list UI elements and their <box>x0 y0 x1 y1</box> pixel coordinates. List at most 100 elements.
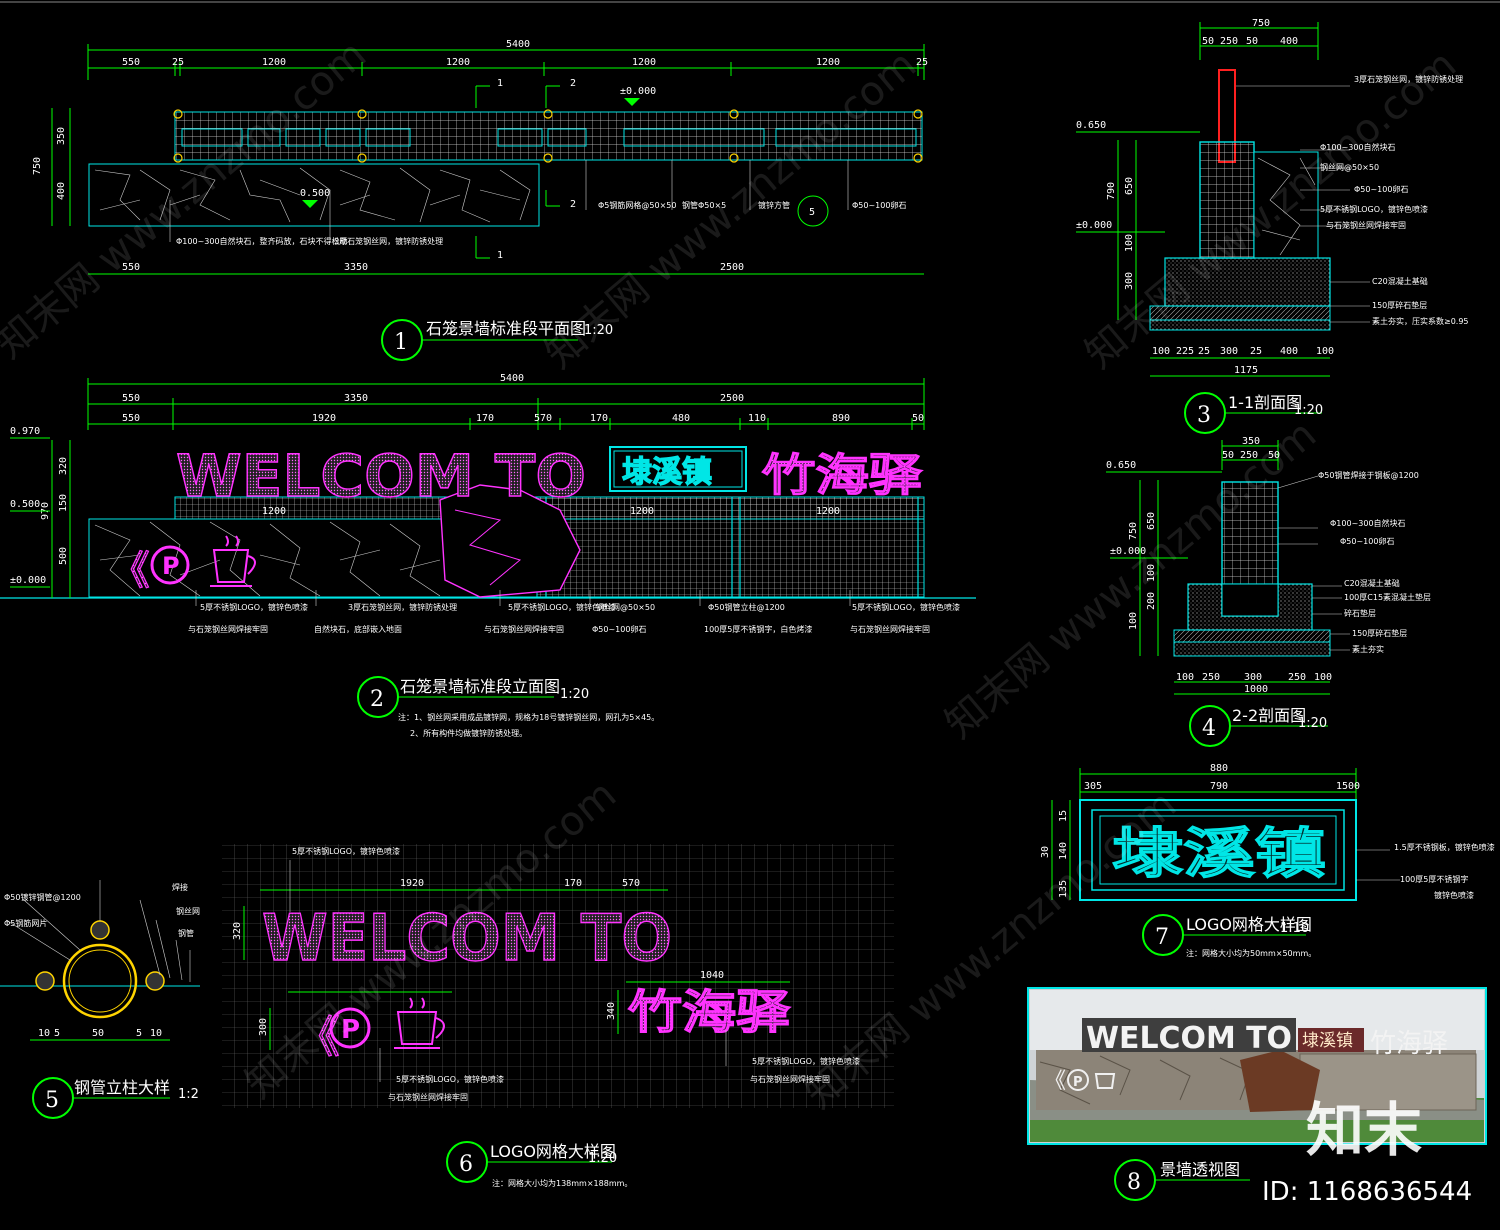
plan-stone-wall <box>88 163 540 227</box>
plan-dim: 350 <box>56 127 67 145</box>
sec-dim: 25 <box>1250 346 1262 357</box>
image-id: ID: 1168636544 <box>1262 1177 1472 1207</box>
view-number: 3 <box>1197 403 1211 428</box>
level-mark: 0.650 <box>1076 120 1106 131</box>
plan-dim: 25 <box>916 57 928 68</box>
logo-dim: 135 <box>1058 880 1069 898</box>
sec-dim: 25 <box>1198 346 1210 357</box>
annotation: 100厚5厚不锈钢字，白色烤漆 <box>704 624 812 634</box>
annotation: Φ50~100卵石 <box>852 200 906 210</box>
annotation: Φ50~100卵石 <box>592 624 646 634</box>
annotation: 与石笼钢丝网焊接牢固 <box>750 1074 830 1084</box>
elev-dim: 150 <box>58 494 69 512</box>
plan-total-dim: 5400 <box>506 39 530 50</box>
sec-dim: 250 <box>1240 450 1258 461</box>
elev-dim: 2500 <box>720 393 744 404</box>
render-sign-town: 埭溪镇 <box>1302 1031 1353 1051</box>
elev-dim: 1200 <box>816 506 840 517</box>
view-title: LOGO网格大样图 <box>1186 915 1312 934</box>
level-mark: 0.500 <box>300 188 330 199</box>
annotation: Φ50镀锌钢管@1200 <box>4 892 81 902</box>
section-mark: 1 <box>497 78 503 89</box>
annotation: Φ50钢管焊接于钢板@1200 <box>1318 470 1419 480</box>
logo-dim: 1920 <box>400 878 424 889</box>
sec-dim: 300 <box>1220 346 1238 357</box>
annotation: 1.5厚不锈钢板，镀锌色喷漆 <box>1394 842 1495 852</box>
logo-dim: 790 <box>1210 781 1228 792</box>
view-scale: 1:10 <box>1280 921 1309 936</box>
annotation: 5厚不锈钢LOGO，镀锌色喷漆 <box>292 846 400 856</box>
elev-dim: 170 <box>590 413 608 424</box>
annotation: 焊接 <box>172 882 188 892</box>
view-title: 1-1剖面图 <box>1228 393 1302 412</box>
annotation: 自然块石，底部嵌入地面 <box>314 624 402 634</box>
note: 注：网格大小均为50mm×50mm。 <box>1186 948 1316 958</box>
grid-sign-welcome: WELCOM TO <box>262 902 672 976</box>
elev-dim: 890 <box>832 413 850 424</box>
section-mark: 1 <box>497 250 503 261</box>
logo-dim: 305 <box>1084 781 1102 792</box>
plan-dim: 25 <box>172 57 184 68</box>
annotation: C20混凝土基础 <box>1344 578 1400 588</box>
elev-dim: 170 <box>476 413 494 424</box>
annotation: 5厚不锈钢LOGO，镀锌色喷漆 <box>508 602 616 612</box>
logo-dim: 140 <box>1058 842 1069 860</box>
annotation: 150厚碎石垫层 <box>1352 628 1407 638</box>
logo-dim: 570 <box>622 878 640 889</box>
note: 注：1、钢丝网采用成品镀锌网，规格为18号镀锌钢丝网，网孔为5×45。 <box>398 712 659 722</box>
view-title: 石笼景墙标准段立面图 <box>400 677 560 696</box>
sec-dim: 250 <box>1288 672 1306 683</box>
pipe-detail: Φ50镀锌钢管@1200 Φ5钢筋网片 焊接 钢丝网 钢管 10 5 50 5 … <box>0 880 200 1119</box>
sec-dim: 50 <box>1202 36 1214 47</box>
view-number: 1 <box>394 330 408 355</box>
arrows-icon: 《 <box>110 548 150 594</box>
annotation: 碎石垫层 <box>1344 608 1376 618</box>
grid-sign-station: 竹海驿 <box>628 985 791 1039</box>
section-mark: 2 <box>570 199 576 210</box>
sec-dim: 200 <box>1146 592 1157 610</box>
elev-sign-welcome: WELCOM TO <box>176 442 586 510</box>
plaque-town-name: 埭溪镇 <box>1112 822 1326 885</box>
sec-dim: 100 <box>1176 672 1194 683</box>
logo-dim: 15 <box>1058 810 1069 822</box>
sec-dim: 50 <box>1222 450 1234 461</box>
elev-dim: 1200 <box>262 506 286 517</box>
annotation: 素土夯实 <box>1352 644 1384 654</box>
pipe-dim: 5 <box>136 1028 142 1039</box>
annotation: Φ100~300自然块石，整齐码放，石块不得松动 <box>176 236 348 246</box>
sec-dim: 300 <box>1124 272 1135 290</box>
sec-dim: 50 <box>1246 36 1258 47</box>
view-number: 7 <box>1155 925 1169 950</box>
sec-dim: 100 <box>1124 234 1135 252</box>
view-scale: 1:20 <box>1298 716 1327 731</box>
plan-dim: 1200 <box>446 57 470 68</box>
elev-dim: 1920 <box>312 413 336 424</box>
coffee-cup-icon <box>210 535 256 587</box>
note: 2、所有构件均做镀锌防锈处理。 <box>410 728 527 738</box>
parking-icon <box>1067 1069 1089 1091</box>
sec-dim: 750 <box>1128 522 1139 540</box>
sec-dim: 100 <box>1128 612 1139 630</box>
plaque-frame <box>1079 799 1357 901</box>
logo-dim: 320 <box>232 922 243 940</box>
parking-icon-letter: P <box>1073 1075 1083 1090</box>
view-number: 5 <box>45 1088 59 1113</box>
view-title: 景墙透视图 <box>1160 1160 1240 1179</box>
logo-dim: 30 <box>1040 846 1051 858</box>
pipe-dim: 10 <box>150 1028 162 1039</box>
annotation: 5厚不锈钢LOGO，镀锌色喷漆 <box>752 1056 860 1066</box>
sec-dim: 790 <box>1106 182 1117 200</box>
logo-dim: 340 <box>606 1002 617 1020</box>
annotation: 100厚C15素混凝土垫层 <box>1344 592 1431 602</box>
plan-dim: 750 <box>32 157 43 175</box>
annotation: 钢管Φ50×5 <box>682 200 726 210</box>
annotation: Φ50~100卵石 <box>1340 536 1394 546</box>
annotation: 5厚不锈钢LOGO，镀锌色喷漆 <box>852 602 960 612</box>
annotation: 与石笼钢丝网焊接牢固 <box>388 1092 468 1102</box>
elev-dim: 320 <box>58 457 69 475</box>
plan-dim: 550 <box>122 262 140 273</box>
annotation: Φ100~300自然块石 <box>1330 518 1406 528</box>
annotation: Φ5钢筋网格@50×50 <box>598 200 676 210</box>
plan-view: 5400 550 25 1200 1200 1200 1200 25 1 1 <box>32 39 928 361</box>
